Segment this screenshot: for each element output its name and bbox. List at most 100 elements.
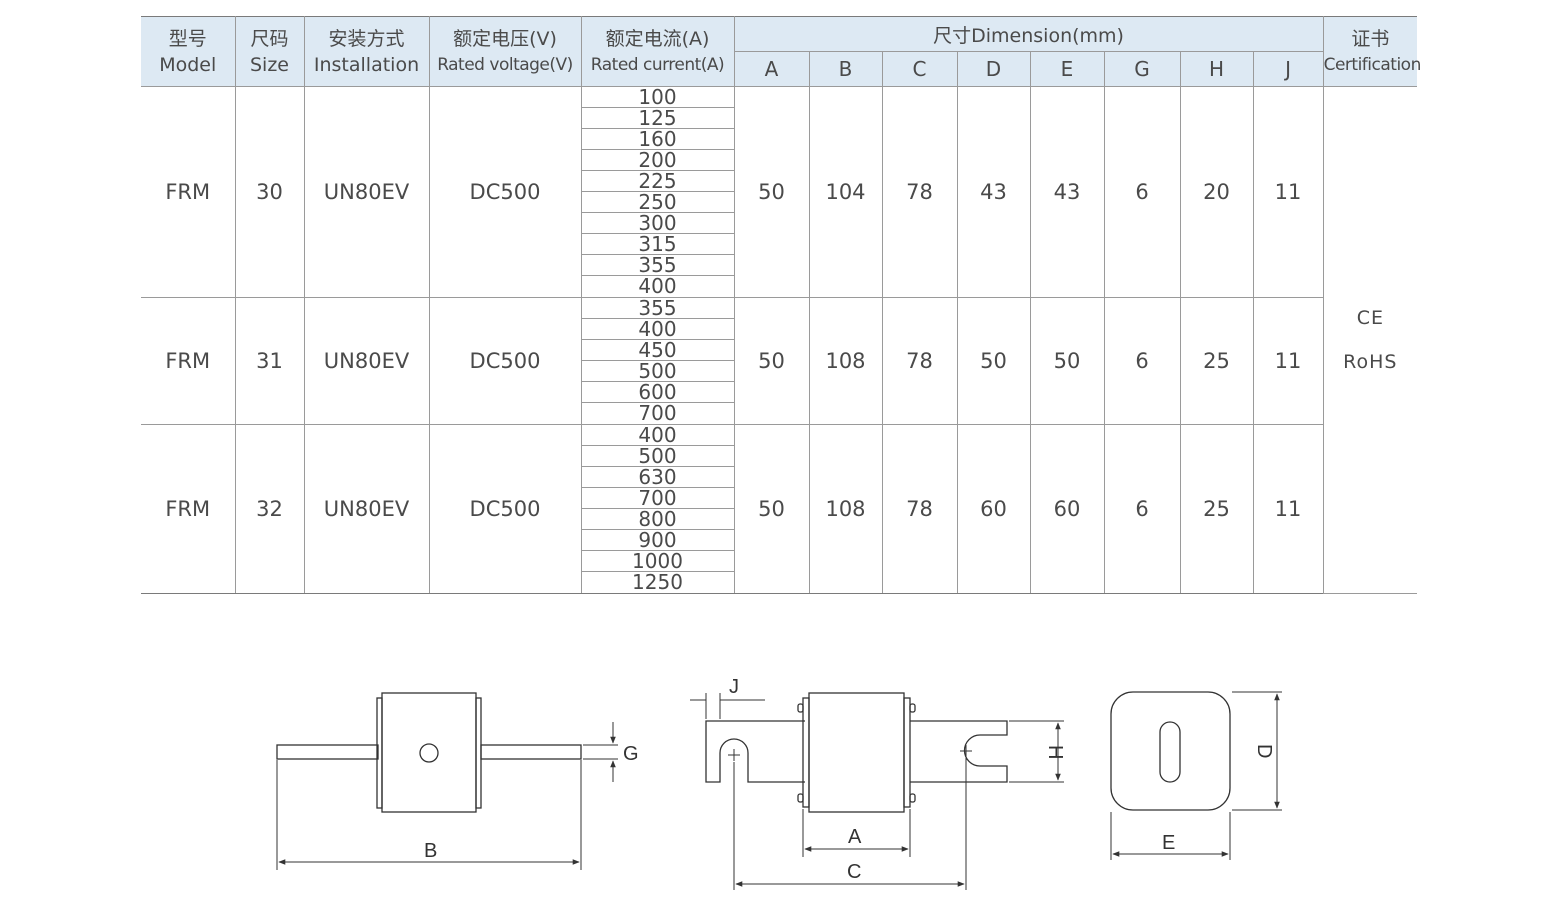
cell-model: FRM: [141, 86, 236, 298]
cell-dim-e: 50: [1029, 297, 1105, 425]
current-value: 355: [581, 255, 734, 276]
header-model-cn: 型号: [168, 27, 207, 50]
table-row: FRM 32 UN80EV DC500 400 500 630 700 800 …: [141, 424, 1417, 594]
current-value: 225: [581, 171, 734, 192]
label-e: E: [1162, 832, 1175, 854]
cell-size: 30: [234, 86, 305, 298]
label-g: G: [623, 743, 639, 765]
label-d: D: [1253, 744, 1275, 758]
cell-installation: UN80EV: [303, 86, 430, 298]
cell-certification: CE RoHS: [1322, 86, 1418, 594]
cell-dim-c: 78: [881, 424, 958, 594]
current-value: 630: [581, 467, 734, 488]
header-rated-current: 额定电流(A) Rated current(A): [580, 16, 735, 87]
header-cert-en: Certification: [1323, 54, 1422, 75]
header-model: 型号 Model: [141, 16, 236, 87]
current-value: 315: [581, 234, 734, 255]
cell-dim-j: 11: [1252, 297, 1324, 425]
current-value: 1250: [632, 570, 683, 594]
header-voltage-cn: 额定电压(V): [453, 27, 557, 50]
cell-dim-d: 60: [956, 424, 1031, 594]
header-dim-b: B: [808, 51, 883, 87]
label-a: A: [848, 826, 862, 848]
spec-table: 型号 Model 尺码 Size 安装方式 Installation 额定电压(…: [141, 16, 1422, 594]
header-dim-e: E: [1029, 51, 1105, 87]
current-value: 700: [638, 401, 677, 425]
current-value: 160: [581, 129, 734, 150]
current-value: 200: [581, 150, 734, 171]
cell-currents: 355 400 450 500 600 700: [580, 297, 735, 425]
header-dim-c: C: [881, 51, 958, 87]
header-dim-g: G: [1103, 51, 1181, 87]
cell-dim-j: 11: [1252, 86, 1324, 298]
header-dim-h: H: [1179, 51, 1254, 87]
current-value: 700: [581, 488, 734, 509]
header-voltage-en: Rated voltage(V): [437, 54, 573, 75]
cell-dim-e: 60: [1029, 424, 1105, 594]
cell-voltage: DC500: [428, 86, 582, 298]
cell-dim-b: 108: [808, 424, 883, 594]
fuse-end-view-drawing: [1110, 691, 1282, 860]
cert-rohs: RoHS: [1343, 351, 1398, 373]
cell-dim-c: 78: [881, 297, 958, 425]
current-value: 100: [581, 87, 734, 108]
cell-dim-a: 50: [733, 297, 810, 425]
current-value: 500: [581, 446, 734, 467]
cell-installation: UN80EV: [303, 297, 430, 425]
label-j: J: [729, 676, 739, 698]
current-value: 250: [581, 192, 734, 213]
cell-currents: 100 125 160 200 225 250 300 315 355 400: [580, 86, 735, 298]
header-current-cn: 额定电流(A): [605, 27, 710, 50]
fuse-side-view-drawing: [690, 692, 1064, 890]
current-value: 500: [581, 361, 734, 382]
current-value: 900: [581, 530, 734, 551]
cell-dim-d: 50: [956, 297, 1031, 425]
header-installation-cn: 安装方式: [328, 27, 405, 50]
table-row: FRM 30 UN80EV DC500 100 125 160 200 225 …: [141, 86, 1418, 594]
cell-voltage: DC500: [428, 297, 582, 425]
current-value: 800: [581, 509, 734, 530]
header-size-en: Size: [249, 53, 289, 76]
current-value: 1000: [581, 551, 734, 572]
header-model-en: Model: [159, 53, 217, 76]
current-value: 125: [581, 108, 734, 129]
label-c: C: [847, 861, 861, 883]
cell-dim-j: 11: [1252, 424, 1324, 594]
header-rated-voltage: 额定电压(V) Rated voltage(V): [428, 16, 582, 87]
cell-dim-c: 78: [881, 86, 958, 298]
header-installation: 安装方式 Installation: [303, 16, 430, 87]
cell-dim-h: 25: [1179, 297, 1254, 425]
header-cert-cn: 证书: [1351, 27, 1390, 50]
cell-dim-h: 20: [1179, 86, 1254, 298]
current-value: 400: [638, 274, 677, 298]
cell-dim-g: 6: [1103, 424, 1181, 594]
cell-dim-b: 104: [808, 86, 883, 298]
current-value: 400: [581, 425, 734, 446]
current-value: 300: [581, 213, 734, 234]
header-dimension: 尺寸Dimension(mm): [733, 16, 1324, 52]
current-value: 600: [581, 382, 734, 403]
header-current-en: Rated current(A): [590, 54, 725, 75]
cell-model: FRM: [141, 424, 236, 594]
cell-dim-a: 50: [733, 424, 810, 594]
table-row: FRM 31 UN80EV DC500 355 400 450 500 600 …: [141, 297, 1417, 425]
current-value: 400: [581, 319, 734, 340]
label-b: B: [424, 840, 437, 862]
cell-dim-d: 43: [956, 86, 1031, 298]
cell-installation: UN80EV: [303, 424, 430, 594]
header-certification: 证书 Certification: [1322, 16, 1422, 87]
current-value: 450: [581, 340, 734, 361]
cert-ce: CE: [1356, 307, 1384, 329]
cell-voltage: DC500: [428, 424, 582, 594]
cell-dim-e: 43: [1029, 86, 1105, 298]
cell-size: 31: [234, 297, 305, 425]
current-value: 355: [581, 298, 734, 319]
fuse-top-view-drawing: [276, 692, 618, 870]
cell-currents: 400 500 630 700 800 900 1000 1250: [580, 424, 735, 594]
header-size-cn: 尺码: [250, 27, 289, 50]
header-installation-en: Installation: [313, 53, 420, 76]
header-dim-a: A: [734, 51, 810, 87]
label-h: H: [1044, 745, 1066, 759]
cell-dim-h: 25: [1179, 424, 1254, 594]
